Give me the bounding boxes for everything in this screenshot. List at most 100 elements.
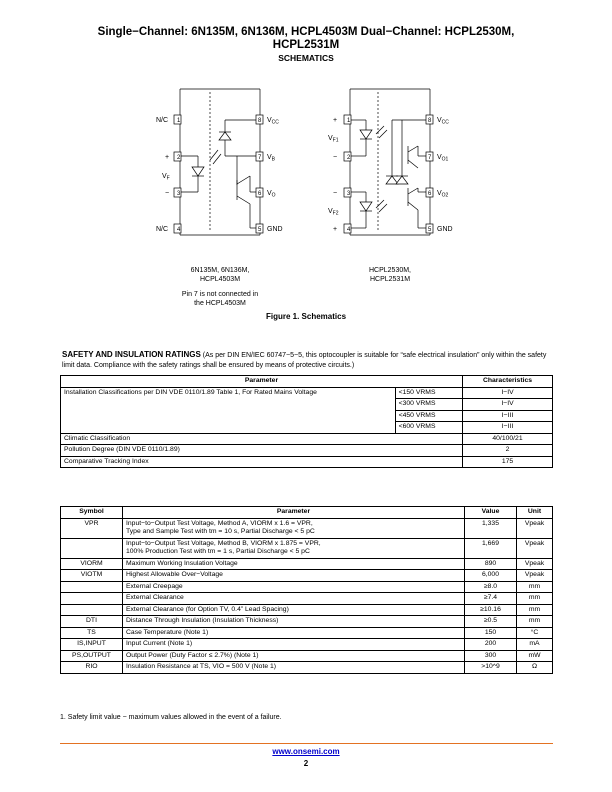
class-value: I−IV bbox=[462, 398, 553, 411]
caption-line: HCPL2530M, bbox=[368, 267, 412, 274]
page-title: Single−Channel: 6N135M, 6N136M, HCPL4503… bbox=[0, 26, 612, 52]
parameter-cell: Maximum Working Insulation Voltage bbox=[122, 557, 465, 570]
svg-text:VO1: VO1 bbox=[437, 154, 449, 163]
single-channel-schematic bbox=[173, 88, 264, 236]
svg-text:+: + bbox=[333, 117, 337, 124]
note-line: Pin 7 is not connected in bbox=[181, 291, 259, 298]
svg-text:GND: GND bbox=[267, 226, 283, 233]
value-cell: 40/100/21 bbox=[462, 432, 553, 445]
svg-text:8: 8 bbox=[428, 118, 432, 124]
table-row: <600 VRMS I−III bbox=[61, 421, 553, 434]
value-cell: 1,335 bbox=[464, 517, 517, 539]
svg-text:6: 6 bbox=[258, 191, 262, 197]
page-number: 2 bbox=[303, 759, 309, 768]
symbol-cell: IS,INPUT bbox=[60, 638, 123, 651]
safety-intro-text: (As per DIN EN/IEC 60747−5−5, this optoc… bbox=[202, 352, 480, 359]
svg-text:VF1: VF1 bbox=[328, 135, 339, 144]
parameter-cell: Highest Allowable Over−Voltage bbox=[122, 569, 465, 582]
svg-text:3: 3 bbox=[177, 191, 181, 197]
safety-intro: SAFETY AND INSULATION RATINGS (As per DI… bbox=[62, 350, 552, 370]
unit-cell: mm bbox=[516, 615, 553, 628]
caption-line: HCPL4503M bbox=[199, 276, 241, 283]
symbol-cell: PS,OUTPUT bbox=[60, 649, 123, 662]
table-header-row: Parameter Characteristics bbox=[60, 375, 553, 388]
insulation-classification-table: Parameter Characteristics Installation C… bbox=[60, 375, 553, 468]
parameter-line: Highest Allowable Over−Voltage bbox=[126, 571, 223, 578]
svg-text:6: 6 bbox=[428, 191, 432, 197]
symbol-cell bbox=[60, 580, 123, 593]
voltage-condition: <300 VRMS bbox=[394, 398, 464, 411]
table-row: Comparative Tracking Index 175 bbox=[60, 455, 553, 468]
svg-text:7: 7 bbox=[428, 155, 432, 161]
symbol-cell: VIORM bbox=[60, 557, 123, 570]
footer-rule bbox=[60, 743, 553, 744]
value-cell: 175 bbox=[462, 455, 553, 468]
class-value: I−IV bbox=[462, 386, 553, 399]
unit-cell: Vpeak bbox=[516, 517, 553, 539]
parameter-line: Output Power (Duty Factor ≤ 2.7%) (Note … bbox=[126, 651, 259, 659]
unit-cell: Vpeak bbox=[516, 557, 553, 570]
unit-cell: °C bbox=[516, 626, 553, 639]
svg-text:7: 7 bbox=[258, 155, 262, 161]
parameter-line: External Clearance (for Option TV, 0.4” … bbox=[126, 605, 289, 613]
class-value: I−III bbox=[462, 421, 553, 434]
header-unit: Unit bbox=[516, 506, 553, 519]
parameter-cell: Input Current (Note 1) bbox=[122, 638, 465, 651]
value-cell: ≥0.5 bbox=[464, 615, 517, 628]
parameter-line: Input−to−Output Test Voltage, Method B, … bbox=[126, 539, 321, 547]
svg-text:5: 5 bbox=[428, 227, 432, 233]
table-row: Installation Classifications per DIN VDE… bbox=[60, 386, 553, 434]
symbol-cell bbox=[60, 603, 123, 616]
footnote: 1. Safety limit value − maximum values a… bbox=[60, 714, 282, 721]
symbol-cell: DTI bbox=[60, 615, 123, 628]
svg-text:5: 5 bbox=[258, 227, 262, 233]
svg-text:−: − bbox=[333, 154, 337, 161]
parameter-line: External Clearance bbox=[126, 594, 184, 601]
svg-text:VCC: VCC bbox=[267, 117, 279, 126]
unit-cell: mW bbox=[516, 649, 553, 662]
pin7-note: Pin 7 is not connected in the HCPL4503M bbox=[165, 290, 275, 308]
svg-text:2: 2 bbox=[177, 155, 181, 161]
unit-cell: Vpeak bbox=[516, 537, 553, 559]
parameter-cell: Insulation Resistance at TS, VIO = 500 V… bbox=[122, 661, 465, 674]
svg-text:1: 1 bbox=[177, 118, 181, 124]
svg-text:−: − bbox=[333, 190, 337, 197]
value-cell: 200 bbox=[464, 638, 517, 651]
value-cell: 890 bbox=[464, 557, 517, 570]
value-cell: ≥8.0 bbox=[464, 580, 517, 593]
note-line: the HCPL4503M bbox=[194, 300, 246, 307]
footer-link[interactable]: www.onsemi.com bbox=[272, 747, 340, 756]
symbol-cell: VIOTM bbox=[60, 569, 123, 582]
svg-text:VCC: VCC bbox=[437, 117, 449, 126]
parameter-line: Type and Sample Test with tm = 10 s, Par… bbox=[126, 528, 315, 535]
unit-cell: mA bbox=[516, 638, 553, 651]
parameter-cell: Distance Through Insulation (Insulation … bbox=[122, 615, 465, 628]
svg-text:GND: GND bbox=[437, 226, 453, 233]
caption-line: HCPL2531M bbox=[369, 276, 411, 283]
safety-heading: SAFETY AND INSULATION RATINGS bbox=[62, 350, 201, 359]
parameter-line: Distance Through Insulation (Insulation … bbox=[126, 617, 279, 624]
header-characteristics: Characteristics bbox=[462, 375, 553, 388]
symbol-cell bbox=[60, 537, 123, 559]
header-value: Value bbox=[464, 506, 517, 519]
header-parameter: Parameter bbox=[122, 506, 465, 519]
unit-cell: Ω bbox=[516, 661, 553, 674]
param-cell: Climatic Classification bbox=[60, 432, 463, 445]
value-cell: 1,669 bbox=[464, 537, 517, 559]
table-row: <300 VRMS I−IV bbox=[61, 398, 553, 411]
header-parameter: Parameter bbox=[60, 375, 463, 388]
svg-text:N/C: N/C bbox=[156, 226, 168, 233]
parameter-cell: Output Power (Duty Factor ≤ 2.7%) (Note … bbox=[122, 649, 465, 662]
voltage-condition: <600 VRMS bbox=[394, 421, 464, 434]
svg-text:4: 4 bbox=[347, 227, 351, 233]
